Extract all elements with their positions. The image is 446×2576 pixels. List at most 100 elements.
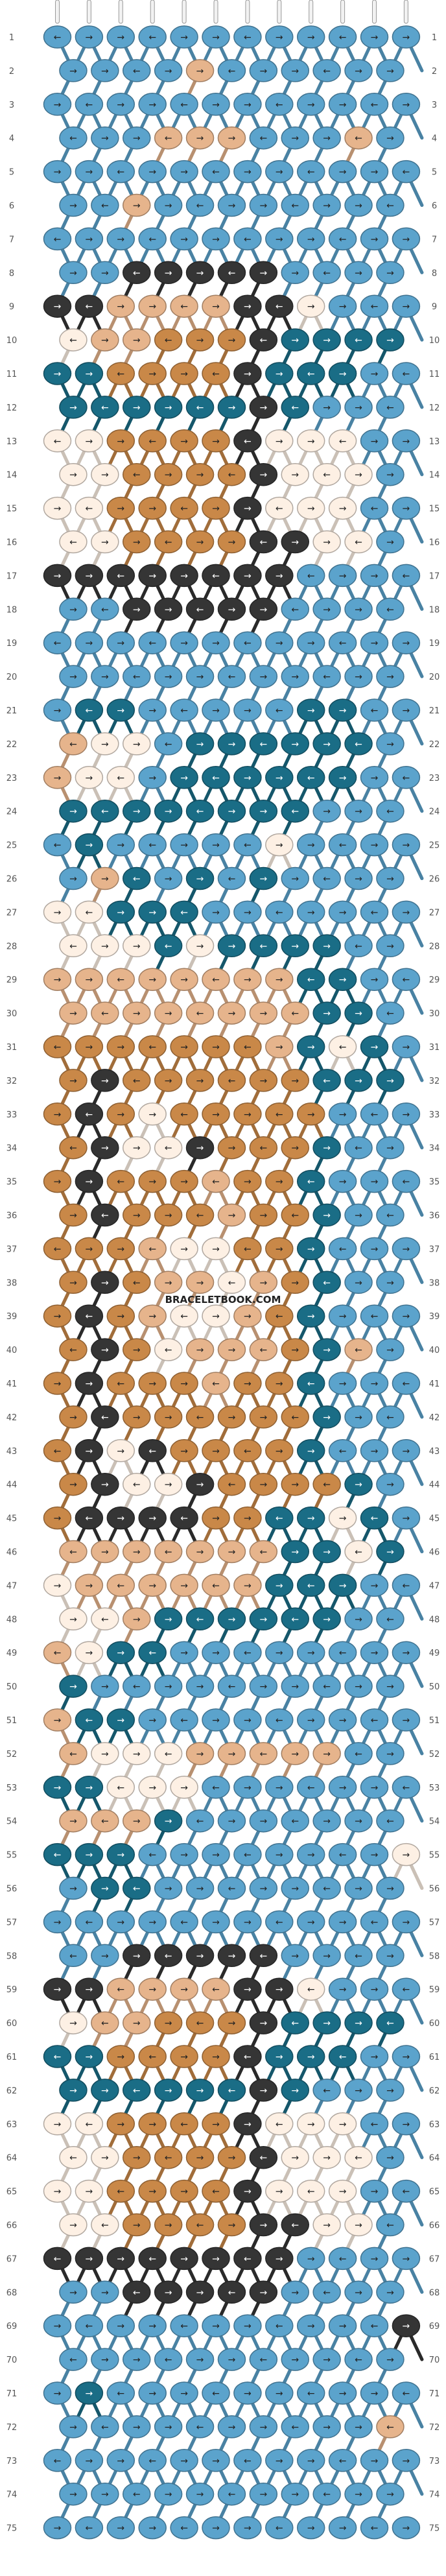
- knot: →: [281, 2348, 309, 2371]
- knot-arrow-icon: ←: [371, 907, 379, 918]
- knot: ←: [138, 1843, 167, 1866]
- knot-arrow-icon: →: [212, 2254, 220, 2264]
- knot-arrow-icon: →: [196, 1076, 204, 1086]
- knot: ←: [233, 429, 262, 453]
- knot-arrow-icon: ←: [291, 1008, 299, 1019]
- knot-arrow-icon: →: [307, 2456, 315, 2466]
- row-label-left: 52: [6, 1750, 18, 1759]
- knot: →: [233, 2179, 262, 2203]
- knot: →: [170, 631, 198, 654]
- knot-arrow-icon: →: [133, 2355, 141, 2365]
- knot: ←: [392, 1573, 421, 1597]
- knot: ←: [281, 193, 309, 217]
- knot: ←: [376, 2415, 405, 2439]
- knot-arrow-icon: ←: [259, 1547, 267, 1558]
- knot: ←: [328, 429, 357, 453]
- knot: →: [233, 1506, 262, 1530]
- knot-arrow-icon: →: [54, 1715, 62, 1726]
- knot-arrow-icon: →: [148, 100, 156, 110]
- knot: →: [59, 866, 88, 890]
- knot-arrow-icon: →: [259, 1076, 267, 1086]
- knot-arrow-icon: ←: [355, 1345, 362, 1355]
- knot-arrow-icon: ←: [196, 604, 204, 615]
- knot: →: [312, 396, 341, 419]
- knot: →: [138, 2516, 167, 2540]
- knot-arrow-icon: →: [69, 2490, 77, 2500]
- knot-arrow-icon: →: [165, 2221, 172, 2231]
- knot: →: [217, 2011, 246, 2034]
- knot-arrow-icon: →: [371, 369, 379, 379]
- knot-arrow-icon: ←: [54, 2456, 62, 2466]
- knot: →: [185, 732, 215, 756]
- knot: →: [249, 665, 278, 688]
- knot-arrow-icon: →: [244, 1110, 252, 1120]
- knot-arrow-icon: ←: [148, 1244, 156, 1254]
- knot: ←: [154, 934, 183, 958]
- knot-arrow-icon: ←: [165, 2153, 172, 2164]
- knot-arrow-icon: →: [276, 1244, 283, 1254]
- knot: ←: [217, 1472, 246, 1496]
- knot: ←: [376, 1001, 405, 1025]
- knot: →: [328, 1304, 357, 1328]
- knot-arrow-icon: ←: [276, 907, 283, 918]
- knot-arrow-icon: ←: [228, 1884, 236, 1894]
- knot-arrow-icon: →: [212, 1110, 220, 1120]
- knot-arrow-icon: →: [180, 234, 188, 244]
- knot-arrow-icon: ←: [117, 1379, 124, 1389]
- knot-arrow-icon: ←: [386, 1614, 394, 1625]
- knot-arrow-icon: →: [228, 1143, 236, 1154]
- knot: ←: [376, 193, 405, 217]
- knot: →: [123, 2145, 151, 2169]
- knot-arrow-icon: →: [180, 841, 188, 851]
- knot: ←: [249, 2348, 278, 2371]
- knot: →: [392, 25, 421, 49]
- knot: ←: [59, 328, 88, 352]
- knot: →: [296, 1708, 325, 1732]
- row-label-left: 38: [6, 1278, 18, 1288]
- knot-arrow-icon: ←: [148, 234, 156, 244]
- knot: ←: [392, 1169, 421, 1193]
- knot: →: [154, 597, 183, 621]
- knot: ←: [138, 833, 167, 857]
- knot: ←: [233, 2247, 262, 2271]
- knot: ←: [360, 496, 389, 520]
- knot-arrow-icon: →: [86, 1244, 93, 1254]
- knot-arrow-icon: →: [117, 2254, 124, 2264]
- knot: →: [75, 631, 104, 654]
- knot: →: [392, 1237, 421, 1261]
- knot-arrow-icon: →: [180, 1446, 188, 1457]
- knot: ←: [249, 2145, 278, 2169]
- row-label-left: 54: [6, 1817, 18, 1827]
- knot: →: [392, 2314, 421, 2337]
- knot: ←: [138, 227, 167, 251]
- knot-arrow-icon: →: [355, 2086, 362, 2096]
- knot-arrow-icon: ←: [101, 1413, 109, 1423]
- knot: →: [328, 1169, 357, 1193]
- knot-arrow-icon: →: [339, 706, 347, 716]
- thread-top: [118, 0, 123, 24]
- knot: →: [392, 294, 421, 318]
- knot-arrow-icon: ←: [117, 2187, 124, 2197]
- knot: →: [75, 968, 104, 991]
- knot: ←: [154, 1338, 183, 1361]
- knot: ←: [344, 530, 373, 554]
- knot-arrow-icon: →: [212, 1850, 220, 1861]
- knot-arrow-icon: →: [259, 2422, 267, 2433]
- knot: →: [59, 396, 88, 419]
- knot-arrow-icon: ←: [228, 1682, 236, 1692]
- knot: ←: [43, 1035, 72, 1058]
- knot: →: [281, 328, 309, 352]
- knot-arrow-icon: →: [196, 1884, 204, 1894]
- knot-arrow-icon: →: [196, 1480, 204, 1490]
- knot-arrow-icon: →: [180, 1580, 188, 1591]
- knot: ←: [265, 2516, 294, 2540]
- knot-arrow-icon: →: [117, 2119, 124, 2130]
- knot: ←: [344, 1540, 373, 1564]
- knot: →: [265, 631, 294, 654]
- knot-arrow-icon: →: [386, 739, 394, 750]
- knot: →: [296, 429, 325, 453]
- knot: →: [170, 160, 198, 184]
- thread-top: [150, 0, 155, 24]
- knot: →: [43, 496, 72, 520]
- knot: ←: [328, 25, 357, 49]
